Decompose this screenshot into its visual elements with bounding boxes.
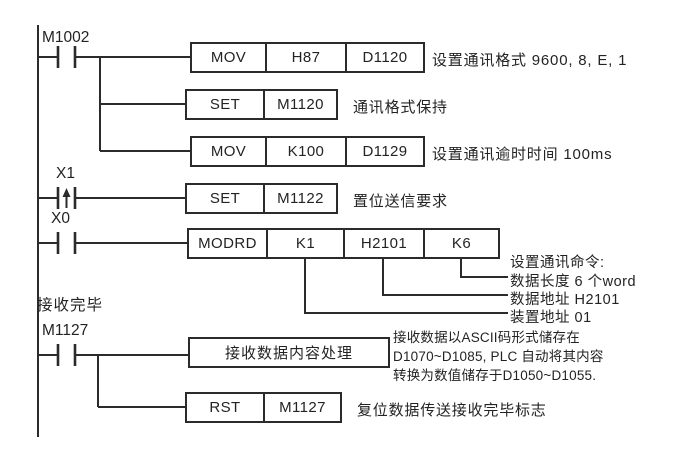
instruction-box-receive-process: 接收数据内容处理 xyxy=(188,337,390,368)
receive-note-line: 转换为数值储存于D1050~D1055. xyxy=(393,368,597,383)
callout-line-k6 xyxy=(460,258,508,278)
annotation-heading: 设置通讯命令: xyxy=(510,255,605,271)
instruction-box-modrd: MODRD K1 H2101 K6 xyxy=(187,228,500,259)
instruction-box-mov-timeout: MOV K100 D1129 xyxy=(190,136,425,167)
operand-cell: H87 xyxy=(267,44,347,71)
comment-set-send-request: 置位送信要求 xyxy=(353,193,448,210)
opcode-cell: SET xyxy=(187,91,265,118)
contact-label-x0: X0 xyxy=(51,210,70,227)
contact-label-m1002: M1002 xyxy=(42,29,90,46)
annotation-data-length: 数据长度 6 个word xyxy=(510,274,637,290)
operand-cell: K1 xyxy=(268,230,345,257)
comment-reset-flag: 复位数据传送接收完毕标志 xyxy=(357,402,547,419)
operand-cell: H2101 xyxy=(345,230,425,257)
x1-arrow-head xyxy=(62,188,71,197)
comment-set-timeout: 设置通讯逾时时间 100ms xyxy=(432,146,613,163)
no-contact-m1127-icon xyxy=(56,344,77,366)
annotation-device-address: 装置地址 01 xyxy=(510,310,592,326)
comment-format-hold: 通讯格式保持 xyxy=(353,99,448,116)
operand-cell: M1120 xyxy=(277,96,324,113)
opcode-cell: RST xyxy=(187,394,265,421)
operand-cell: D1120 xyxy=(362,49,408,66)
opcode-cell: MOV xyxy=(192,44,267,71)
operand-cell: M1122 xyxy=(277,190,324,207)
callout-line-k1 xyxy=(304,258,508,314)
receive-note: 接收数据以ASCII码形式储存在 D1070~D1085, PLC 自动将其内容… xyxy=(393,328,604,385)
instruction-box-rst-m1127: RST M1127 xyxy=(185,392,342,423)
no-contact-m1002-icon xyxy=(56,46,77,68)
callout-line-h2101 xyxy=(382,258,508,296)
contact-label-m1127: M1127 xyxy=(42,322,89,339)
comment-set-format: 设置通讯格式 9600, 8, E, 1 xyxy=(432,52,628,69)
contact-label-x1: X1 xyxy=(56,165,75,182)
instruction-box-set-m1122: SET M1122 xyxy=(185,183,338,214)
opcode-cell: 接收数据内容处理 xyxy=(224,345,353,362)
operand-cell: K100 xyxy=(267,138,347,165)
instruction-box-mov-format: MOV H87 D1120 xyxy=(190,42,425,73)
operand-cell: K6 xyxy=(451,235,472,252)
receive-note-line: D1070~D1085, PLC 自动将其内容 xyxy=(393,349,604,364)
operand-cell: D1129 xyxy=(362,143,408,160)
opcode-cell: MOV xyxy=(192,138,267,165)
instruction-box-set-m1120: SET M1120 xyxy=(185,89,338,120)
opcode-cell: MODRD xyxy=(189,230,268,257)
opcode-cell: SET xyxy=(187,185,265,212)
contact-label-receive-done: 接收完毕 xyxy=(37,297,104,314)
receive-note-line: 接收数据以ASCII码形式储存在 xyxy=(393,330,580,345)
annotation-data-address: 数据地址 H2101 xyxy=(510,292,620,308)
operand-cell: M1127 xyxy=(279,399,326,416)
no-contact-x0-icon xyxy=(56,232,77,254)
